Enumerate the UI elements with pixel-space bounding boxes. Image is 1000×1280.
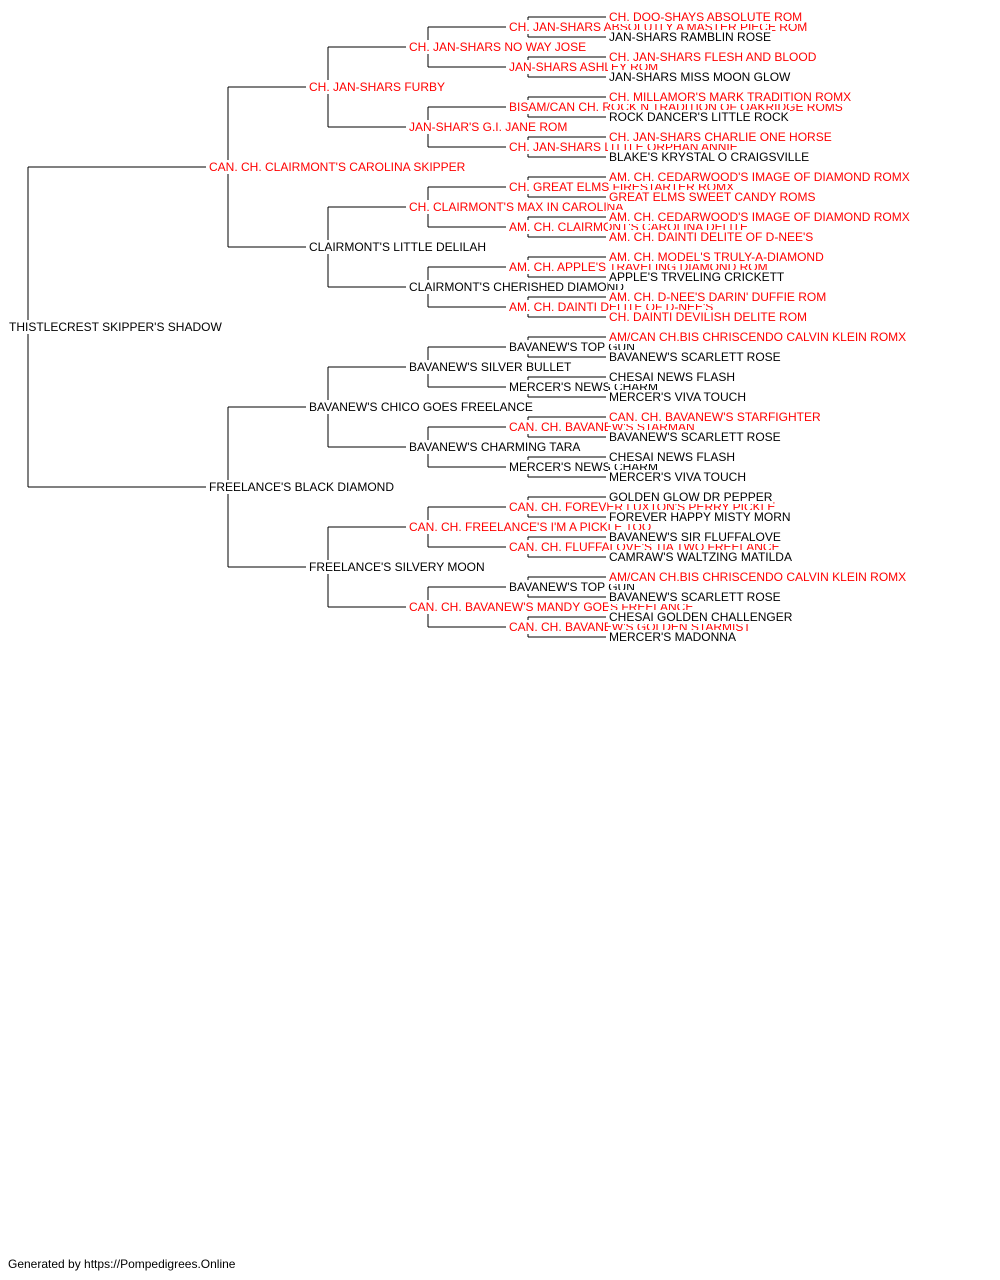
ancestor-name: JAN-SHAR'S G.I. JANE ROM (408, 120, 569, 134)
ancestor-name: JAN-SHARS MISS MOON GLOW (608, 70, 792, 84)
ancestor-name: AM/CAN CH.BIS CHRISCENDO CALVIN KLEIN RO… (608, 330, 908, 344)
ancestor-name: AM. CH. CEDARWOOD'S IMAGE OF DIAMOND ROM… (608, 210, 911, 224)
ancestor-name: CH. CLAIRMONT'S MAX IN CAROLINA (408, 200, 625, 214)
ancestor-name: CH. JAN-SHARS NO WAY JOSE (408, 40, 588, 54)
ancestor-name: CH. MILLAMOR'S MARK TRADITION ROMX (608, 90, 853, 104)
ancestor-name: CLAIRMONT'S CHERISHED DIAMOND (408, 280, 625, 294)
ancestor-name: BAVANEW'S SCARLETT ROSE (608, 350, 782, 364)
ancestor-name: BAVANEW'S TOP GUN (508, 580, 636, 594)
ancestor-name: CHESAI NEWS FLASH (608, 370, 737, 384)
ancestor-name: BAVANEW'S CHICO GOES FREELANCE (308, 400, 534, 414)
ancestor-name: FREELANCE'S BLACK DIAMOND (208, 480, 395, 494)
generated-by-footer: Generated by https://Pompedigrees.Online (8, 1257, 236, 1271)
ancestor-name: CAN. CH. BAVANEW'S STARFIGHTER (608, 410, 822, 424)
ancestor-name: AM/CAN CH.BIS CHRISCENDO CALVIN KLEIN RO… (608, 570, 908, 584)
ancestor-name: CH. DOO-SHAYS ABSOLUTE ROM (608, 10, 804, 24)
ancestor-name: CHESAI GOLDEN CHALLENGER (608, 610, 794, 624)
ancestor-name: CAN. CH. FREELANCE'S I'M A PICKLE TOO (408, 520, 653, 534)
ancestor-name: CH. JAN-SHARS CHARLIE ONE HORSE (608, 130, 833, 144)
ancestor-name: BLAKE'S KRYSTAL O CRAIGSVILLE (608, 150, 811, 164)
ancestor-name: APPLE'S TRVELING CRICKETT (608, 270, 786, 284)
ancestor-name: FREELANCE'S SILVERY MOON (308, 560, 486, 574)
ancestor-name: BAVANEW'S SILVER BULLET (408, 360, 573, 374)
ancestor-name: CLAIRMONT'S LITTLE DELILAH (308, 240, 487, 254)
subject-dog-name: THISTLECREST SKIPPER'S SHADOW (8, 320, 223, 334)
ancestor-name: AM. CH. DAINTI DELITE OF D-NEE'S (608, 230, 815, 244)
ancestor-name: JAN-SHARS RAMBLIN ROSE (608, 30, 773, 44)
ancestor-name: AM. CH. CEDARWOOD'S IMAGE OF DIAMOND ROM… (608, 170, 911, 184)
ancestor-name: CAMRAW'S WALTZING MATILDA (608, 550, 793, 564)
ancestor-name: BAVANEW'S CHARMING TARA (408, 440, 582, 454)
ancestor-name: MERCER'S VIVA TOUCH (608, 470, 747, 484)
ancestor-name: CH. JAN-SHARS FURBY (308, 80, 447, 94)
ancestor-name: CH. JAN-SHARS FLESH AND BLOOD (608, 50, 818, 64)
ancestor-name: CH. DAINTI DEVILISH DELITE ROM (608, 310, 809, 324)
ancestor-name: AM. CH. MODEL'S TRULY-A-DIAMOND (608, 250, 825, 264)
ancestor-name: CAN. CH. CLAIRMONT'S CAROLINA SKIPPER (208, 160, 467, 174)
ancestor-name: FOREVER HAPPY MISTY MORN (608, 510, 792, 524)
ancestor-name: GREAT ELMS SWEET CANDY ROMS (608, 190, 817, 204)
ancestor-name: MERCER'S MADONNA (608, 630, 737, 644)
ancestor-name: BAVANEW'S SCARLETT ROSE (608, 590, 782, 604)
ancestor-name: ROCK DANCER'S LITTLE ROCK (608, 110, 790, 124)
ancestor-name: GOLDEN GLOW DR PEPPER (608, 490, 774, 504)
ancestor-name: CHESAI NEWS FLASH (608, 450, 737, 464)
ancestor-name: AM. CH. D-NEE'S DARIN' DUFFIE ROM (608, 290, 828, 304)
ancestor-name: MERCER'S VIVA TOUCH (608, 390, 747, 404)
ancestor-name: BAVANEW'S SCARLETT ROSE (608, 430, 782, 444)
ancestor-name: BAVANEW'S TOP GUN (508, 340, 636, 354)
ancestor-name: BAVANEW'S SIR FLUFFALOVE (608, 530, 782, 544)
